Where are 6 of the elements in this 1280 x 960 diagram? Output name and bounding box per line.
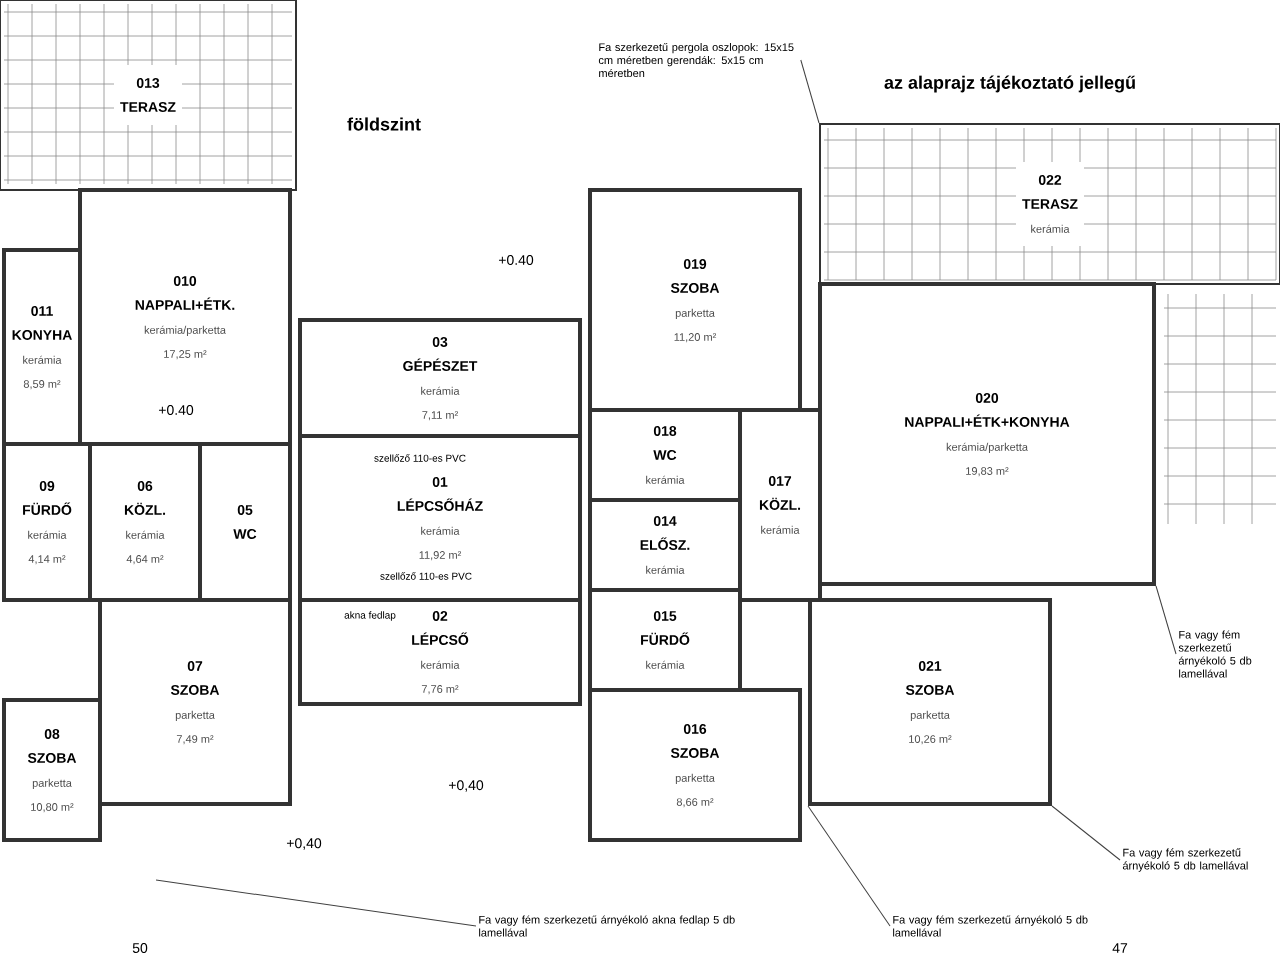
heading-text: földszint [347,117,421,131]
leader-line [155,879,477,927]
leader-line [800,59,820,124]
leader-line [1155,585,1177,655]
leader-line [1051,805,1121,861]
heading-text: az alaprajz tájékoztató jellegű [884,75,1135,93]
